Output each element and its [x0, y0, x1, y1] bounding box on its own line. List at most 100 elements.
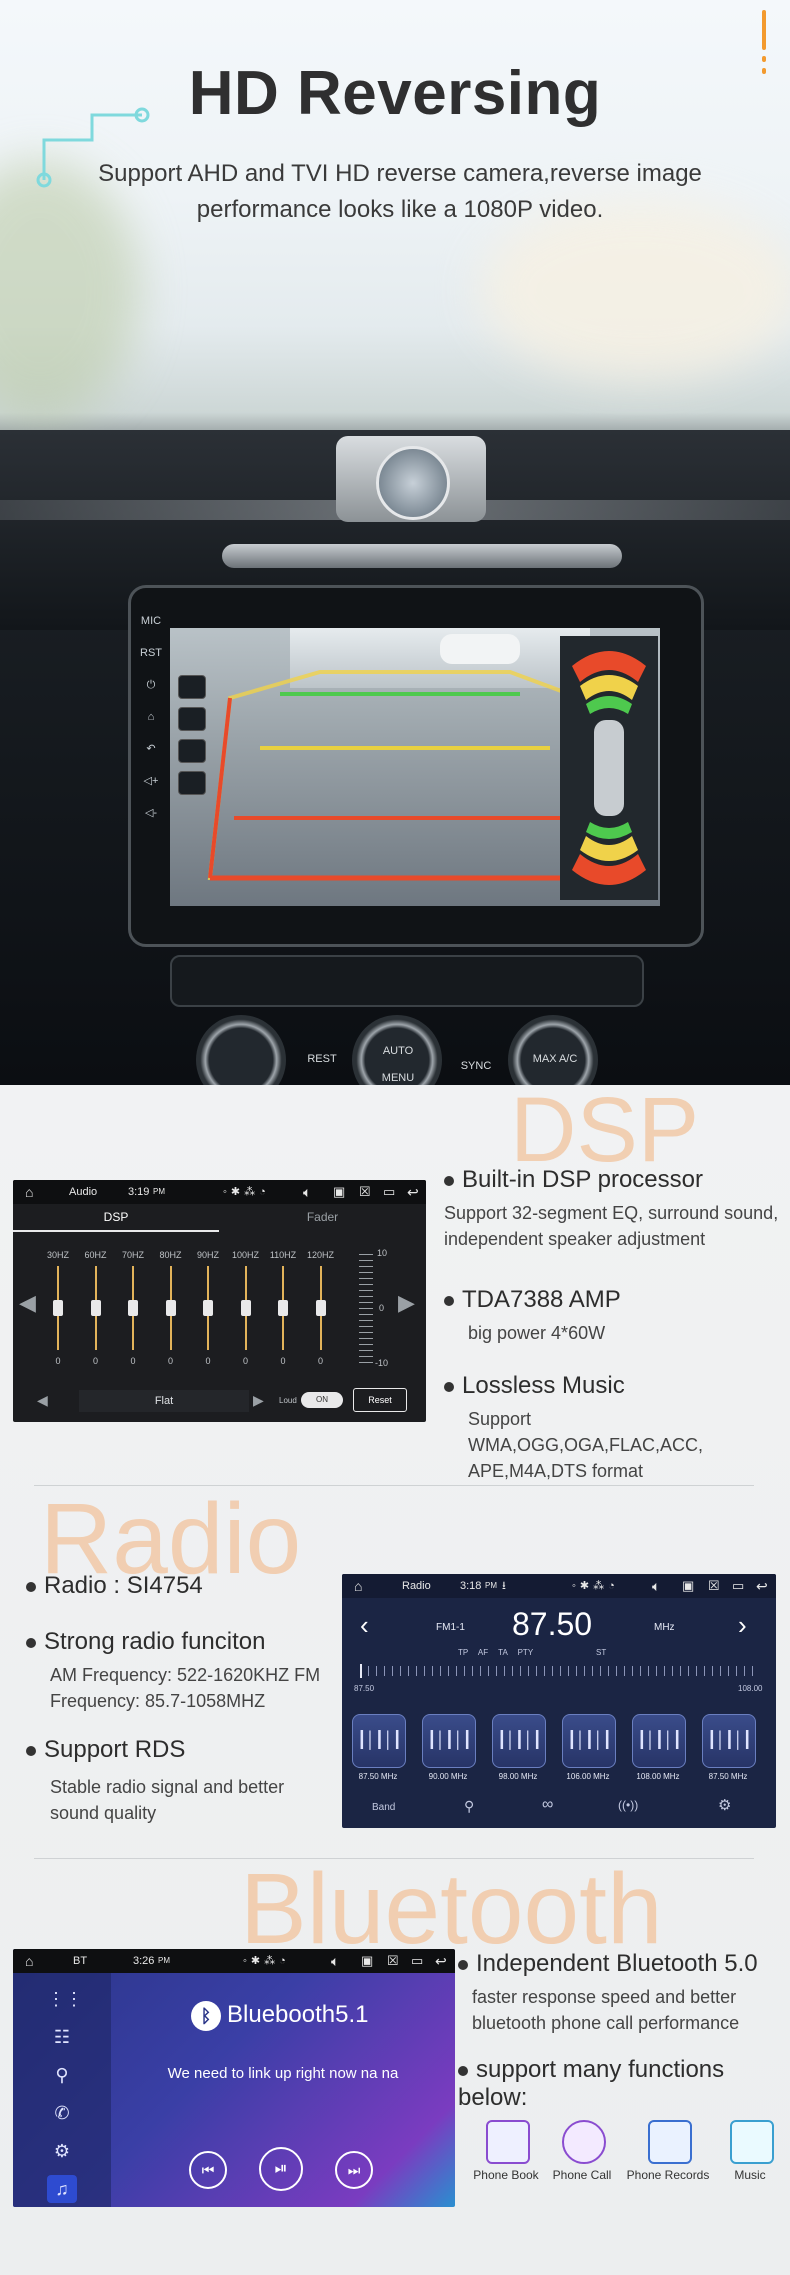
preset-button[interactable]: ┃│┃│┃: [352, 1714, 406, 1768]
screenshot-icon[interactable]: ▣: [361, 1953, 374, 1968]
preset-button[interactable]: ┃│┃│┃: [562, 1714, 616, 1768]
phone-book-label: Phone Book: [473, 2168, 539, 2182]
play-pause-icon[interactable]: ⏯: [259, 2147, 303, 2191]
status-title: BT: [73, 1955, 88, 1967]
volume-up-icon[interactable]: ◁+: [143, 775, 159, 787]
settings-icon[interactable]: [178, 771, 206, 795]
eq-knob[interactable]: [90, 1300, 101, 1316]
preset-button[interactable]: ┃│┃│┃: [702, 1714, 756, 1768]
reset-button[interactable]: RST: [140, 647, 162, 659]
home-icon[interactable]: ⌂: [25, 1184, 34, 1200]
close-icon[interactable]: ☒: [708, 1578, 720, 1593]
next-track-icon[interactable]: ⏭: [335, 2151, 373, 2189]
next-station-icon[interactable]: ›: [738, 1610, 747, 1640]
screenshot-icon[interactable]: ▣: [333, 1184, 346, 1199]
contacts-icon[interactable]: ☷: [53, 2027, 71, 2047]
status-bar: ⌂ Radio 3:18 PM ⭳ ◦✱⁂◔ 🔈︎ ▣ ☒ ▭ ↩: [342, 1574, 776, 1598]
preset-list[interactable]: ┃│┃│┃87.50 MHz┃│┃│┃90.00 MHz┃│┃│┃98.00 M…: [342, 1714, 776, 1784]
prev-station-icon[interactable]: ‹: [360, 1610, 369, 1640]
screenshot-icon[interactable]: ▣: [682, 1578, 695, 1593]
back-icon[interactable]: ↩: [435, 1953, 447, 1969]
search-icon[interactable]: ⚲: [55, 2065, 69, 2085]
home-icon[interactable]: ⌂: [354, 1578, 363, 1594]
close-icon[interactable]: ☒: [387, 1953, 399, 1968]
bullet-icon: [444, 1381, 454, 1392]
rest-button[interactable]: REST: [307, 1053, 337, 1065]
eq-knob[interactable]: [128, 1300, 138, 1316]
eq-knob[interactable]: [278, 1300, 288, 1316]
frequency-unit: MHz: [654, 1622, 675, 1633]
radio-feature-2: Strong radio funciton AM Frequency: 522-…: [26, 1628, 346, 1714]
fan-knob[interactable]: [352, 1015, 442, 1085]
power-icon[interactable]: ⏻: [146, 679, 156, 691]
tuning-scale[interactable]: [360, 1666, 758, 1676]
eq-preset[interactable]: Flat: [79, 1390, 249, 1412]
eq-knob[interactable]: [240, 1300, 251, 1316]
volume-icon[interactable]: 🔈︎: [303, 1184, 312, 1200]
recent-apps-icon[interactable]: ▭: [732, 1578, 745, 1593]
volume-down-icon[interactable]: ◁-: [144, 807, 158, 819]
volume-icon[interactable]: 🔈︎: [652, 1578, 661, 1594]
tab-dsp[interactable]: DSP: [13, 1204, 219, 1232]
home-icon[interactable]: ⌂: [25, 1953, 34, 1969]
guideline-icon[interactable]: [178, 707, 206, 731]
eq-knob[interactable]: [315, 1300, 326, 1316]
preset-next-icon[interactable]: ▶: [253, 1392, 264, 1408]
back-icon[interactable]: ↩: [407, 1184, 419, 1200]
preset-prev-icon[interactable]: ◀: [37, 1392, 48, 1408]
call-log-icon[interactable]: ✆: [54, 2103, 70, 2123]
back-icon[interactable]: ↩: [756, 1578, 768, 1594]
camera-mode-icon[interactable]: [178, 675, 206, 699]
eq-next-icon[interactable]: ▶: [398, 1290, 415, 1315]
temperature-knob-left[interactable]: [196, 1015, 286, 1085]
back-icon[interactable]: ↶: [146, 743, 156, 755]
sync-button[interactable]: SYNC: [460, 1060, 492, 1072]
close-icon[interactable]: ☒: [359, 1184, 371, 1199]
recent-apps-icon[interactable]: ▭: [411, 1953, 424, 1968]
loop-icon[interactable]: ∞: [542, 1796, 554, 1813]
tuning-needle[interactable]: [360, 1664, 362, 1678]
radar-icon[interactable]: [178, 739, 206, 763]
max-ac-button[interactable]: MAX A/C: [532, 1053, 578, 1065]
preset-label: 98.00 MHz: [498, 1772, 538, 1781]
camera-scene-wall: [290, 628, 590, 688]
home-icon[interactable]: ⌂: [147, 711, 155, 723]
preset-button[interactable]: ┃│┃│┃: [492, 1714, 546, 1768]
volume-icon[interactable]: 🔈︎: [331, 1953, 340, 1969]
recent-apps-icon[interactable]: ▭: [383, 1184, 396, 1199]
music-icon[interactable]: ♫: [47, 2175, 77, 2203]
broadcast-icon[interactable]: ((•)): [618, 1798, 639, 1812]
dsp-feature-1: Built-in DSP processor Support 32-segmen…: [444, 1166, 790, 1252]
temperature-knob-right[interactable]: [508, 1015, 598, 1085]
search-icon[interactable]: ⚲: [464, 1798, 475, 1814]
band-button[interactable]: Band: [372, 1802, 396, 1813]
settings-icon[interactable]: ⚙: [718, 1797, 732, 1814]
preset-button[interactable]: ┃│┃│┃: [422, 1714, 476, 1768]
climate-button-strip[interactable]: [170, 955, 644, 1007]
eq-prev-icon[interactable]: ◀: [19, 1290, 36, 1315]
preset-button[interactable]: ┃│┃│┃: [632, 1714, 686, 1768]
eq-knob[interactable]: [165, 1300, 176, 1316]
feature-text: faster response speed and better bluetoo…: [472, 1987, 740, 2033]
bullet-icon: [26, 1581, 36, 1592]
eq-band-label: 60HZ: [84, 1250, 107, 1260]
reset-button[interactable]: Reset: [353, 1388, 407, 1412]
tab-fader[interactable]: Fader: [306, 1210, 339, 1224]
settings-icon[interactable]: ⚙: [53, 2141, 71, 2161]
eq-knob[interactable]: [53, 1300, 63, 1316]
loud-toggle[interactable]: ON: [301, 1392, 343, 1408]
bullet-icon: [444, 1175, 454, 1186]
camera-side-menu[interactable]: [178, 675, 206, 815]
previous-track-icon[interactable]: ⏮: [189, 2151, 227, 2189]
dialpad-icon[interactable]: ⋮⋮: [47, 1989, 83, 2009]
eq-knob[interactable]: [203, 1300, 213, 1316]
